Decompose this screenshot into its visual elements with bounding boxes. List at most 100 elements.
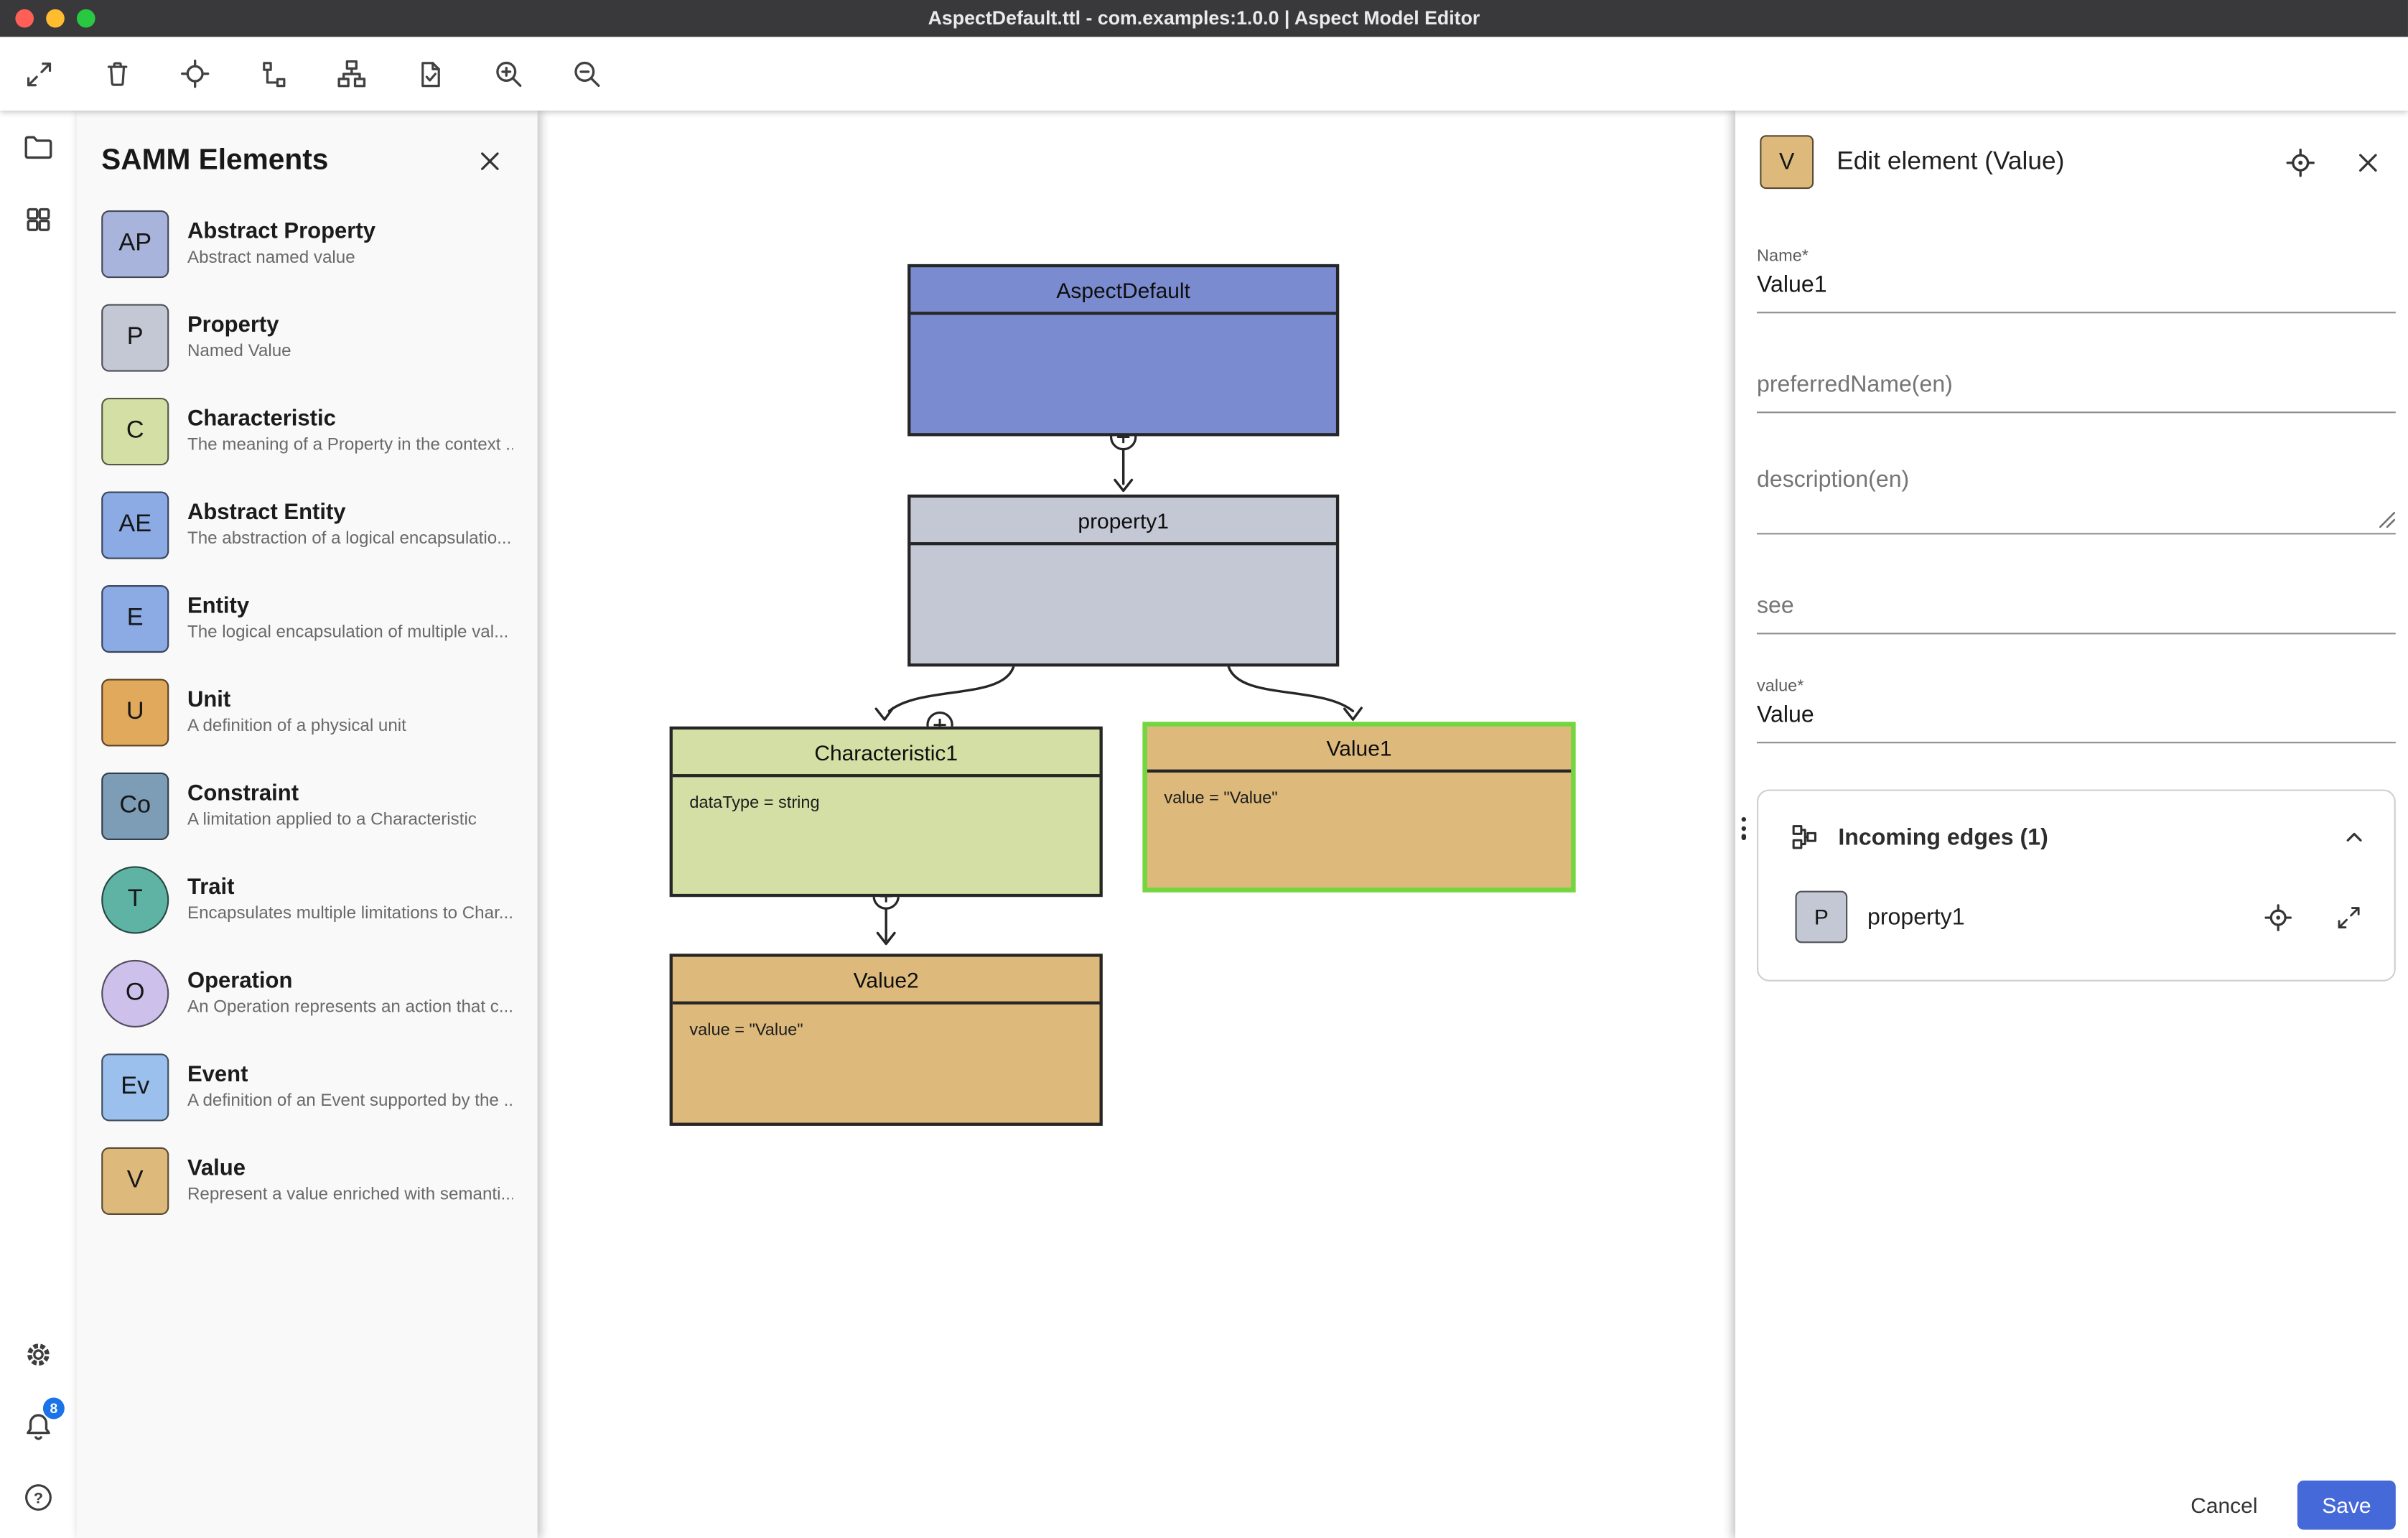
preferred-name-input[interactable] (1757, 371, 2396, 399)
zoom-in-icon (491, 57, 525, 90)
node-value2[interactable]: Value2 value = "Value" (669, 954, 1103, 1126)
collapse-section-button[interactable] (2335, 819, 2372, 855)
node-value1-selected[interactable]: Value1 value = "Value" (1142, 722, 1576, 892)
element-type-badge: Co (101, 771, 169, 839)
resize-handle-icon[interactable] (2379, 511, 2396, 528)
samm-element-list: AP Abstract Property Abstract named valu… (77, 197, 538, 1227)
crosshair-icon (178, 57, 212, 90)
node-characteristic1[interactable]: Characteristic1 dataType = string (669, 726, 1103, 898)
help-icon: ? (22, 1481, 55, 1514)
validate-file-button[interactable] (411, 55, 448, 92)
bell-icon (22, 1410, 55, 1444)
element-type-badge: P (101, 303, 169, 371)
minimize-window-button[interactable] (46, 9, 65, 28)
samm-element-item[interactable]: U Unit A definition of a physical unit (77, 665, 538, 758)
see-field (1757, 577, 2396, 635)
notifications-button[interactable] (22, 1410, 55, 1444)
element-type-badge: E (101, 584, 169, 653)
node-title: Value2 (672, 957, 1100, 1005)
element-type-badge: O (101, 959, 169, 1027)
element-label: Value (187, 1156, 246, 1181)
file-explorer-button[interactable] (22, 131, 55, 164)
samm-element-item[interactable]: O Operation An Operation represents an a… (77, 946, 538, 1040)
save-button[interactable]: Save (2297, 1479, 2396, 1529)
open-edge-element-button[interactable] (2330, 898, 2366, 935)
element-type-badge: U (101, 678, 169, 746)
element-label: Event (187, 1063, 248, 1088)
node-property1[interactable]: property1 (907, 494, 1340, 667)
see-input[interactable] (1757, 592, 2396, 620)
locate-edge-element-button[interactable] (2259, 898, 2295, 935)
samm-panel-title: SAMM Elements (101, 144, 329, 177)
target-icon (2284, 145, 2318, 179)
samm-element-item[interactable]: E Entity The logical encapsulation of mu… (77, 572, 538, 665)
edge-element-label: property1 (1867, 903, 1965, 931)
zoom-window-button[interactable] (76, 9, 95, 28)
name-input[interactable] (1757, 271, 2396, 298)
format-diagram-button[interactable] (333, 55, 370, 92)
element-type-badge: AP (101, 209, 169, 278)
element-description: The logical encapsulation of multiple va… (187, 623, 509, 643)
trash-icon (101, 57, 133, 90)
settings-button[interactable] (22, 1338, 55, 1371)
traffic-lights (15, 0, 95, 37)
workspace-grid-button[interactable] (22, 202, 55, 236)
element-type-badge: Ev (101, 1053, 169, 1121)
zoom-out-icon (570, 57, 604, 90)
element-label: Property (187, 313, 279, 338)
samm-element-item[interactable]: V Value Represent a value enriched with … (77, 1134, 538, 1227)
samm-panel-close-button[interactable] (473, 144, 507, 178)
element-description: The abstraction of a logical encapsulati… (187, 529, 512, 549)
samm-element-item[interactable]: AP Abstract Property Abstract named valu… (77, 197, 538, 290)
element-label: Constraint (187, 781, 299, 806)
close-icon (2353, 146, 2384, 177)
value-input[interactable] (1757, 702, 2396, 728)
element-description: A definition of a physical unit (187, 717, 406, 736)
target-icon (2262, 901, 2294, 933)
samm-element-item[interactable]: AE Abstract Entity The abstraction of a … (77, 477, 538, 571)
samm-element-item[interactable]: P Property Named Value (77, 290, 538, 383)
edit-panel-header: V Edit element (Value) (1735, 111, 2408, 204)
locate-in-diagram-button[interactable] (2282, 144, 2319, 180)
panel-resize-handle[interactable] (1741, 816, 1747, 840)
samm-panel-header: SAMM Elements (77, 111, 538, 197)
fit-to-view-button[interactable] (20, 55, 57, 92)
sitemap-icon (335, 57, 368, 90)
help-button[interactable]: ? (22, 1481, 55, 1514)
preferred-name-field (1757, 356, 2396, 414)
edit-panel-close-button[interactable] (2350, 144, 2386, 180)
node-body: dataType = string (689, 793, 820, 813)
value-field: value* (1757, 677, 2396, 744)
description-input[interactable] (1757, 465, 2396, 530)
node-aspectdefault[interactable]: AspectDefault (907, 264, 1340, 437)
edit-panel-title: Edit element (Value) (1837, 147, 2065, 175)
diagram-canvas[interactable]: AspectDefault property1 Characteristic1 … (537, 111, 1736, 1538)
element-label: Characteristic (187, 406, 336, 432)
element-label: Abstract Property (187, 219, 375, 245)
element-description: Named Value (187, 342, 291, 361)
close-window-button[interactable] (15, 9, 34, 28)
name-field: Name* (1757, 247, 2396, 314)
document-check-icon (414, 57, 446, 90)
delete-button[interactable] (98, 55, 135, 92)
samm-element-item[interactable]: Ev Event A definition of an Event suppor… (77, 1040, 538, 1133)
expand-icon (22, 57, 55, 90)
samm-element-item[interactable]: Co Constraint A limitation applied to a … (77, 759, 538, 852)
samm-elements-panel: SAMM Elements AP Abstract Property Abstr… (76, 111, 538, 1538)
connect-elements-button[interactable] (255, 55, 291, 92)
incoming-edges-header: Incoming edges (1) (1758, 791, 2394, 872)
edit-panel-footer: Cancel Save (1735, 1471, 2408, 1538)
samm-element-item[interactable]: C Characteristic The meaning of a Proper… (77, 384, 538, 477)
cancel-button[interactable]: Cancel (2190, 1492, 2258, 1517)
element-description: Abstract named value (187, 248, 355, 268)
zoom-in-button[interactable] (490, 55, 526, 92)
samm-element-item[interactable]: T Trait Encapsulates multiple limitation… (77, 852, 538, 946)
element-description: Encapsulates multiple limitations to Cha… (187, 904, 513, 923)
element-label: Trait (187, 875, 235, 900)
left-rail: 8 ? (0, 111, 77, 1538)
zoom-out-button[interactable] (568, 55, 605, 92)
incoming-edge-row[interactable]: P property1 (1758, 872, 2394, 980)
locate-element-button[interactable] (177, 55, 213, 92)
element-type-badge: V (101, 1146, 169, 1214)
